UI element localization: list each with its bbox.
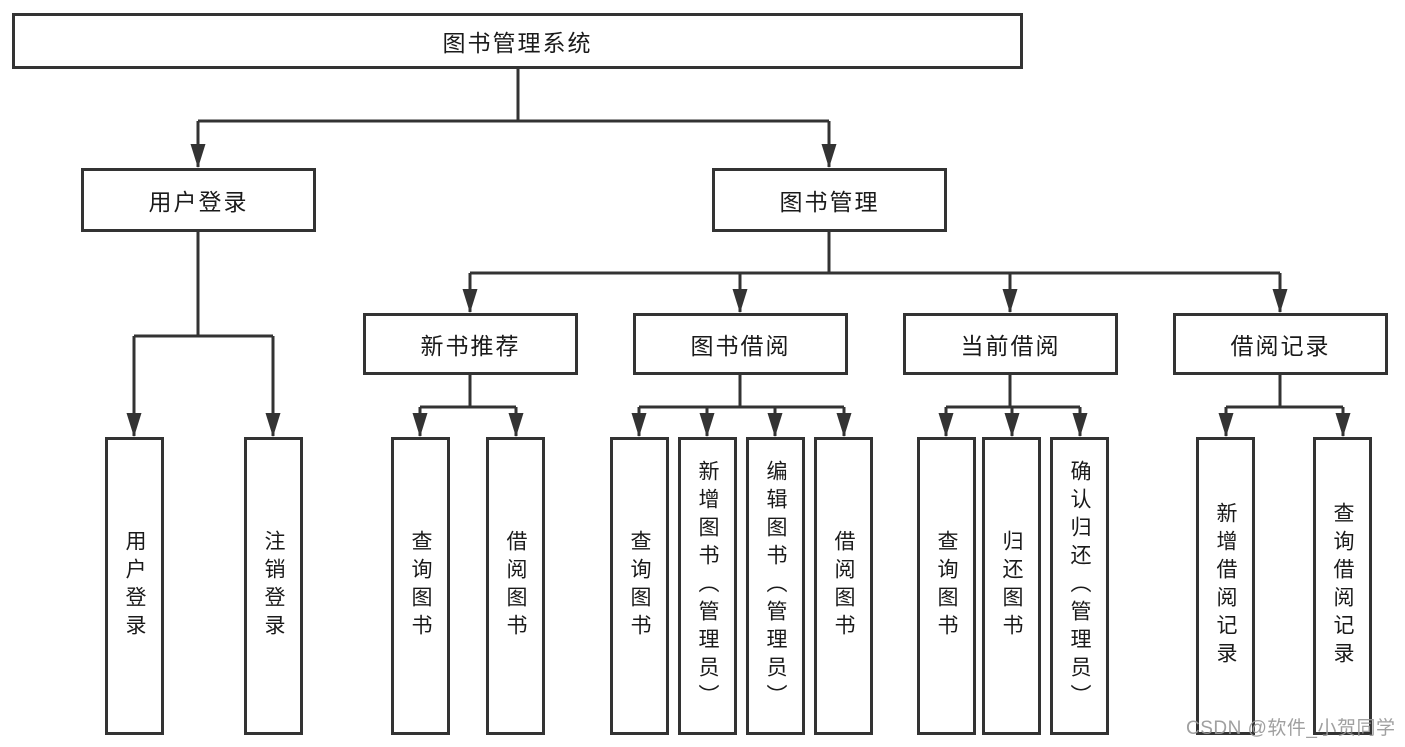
node-add-borrow-record: 新增借阅记录 — [1196, 437, 1255, 735]
node-edit-book-admin: 编辑图书（管理员） — [746, 437, 805, 735]
node-label: 新书推荐 — [420, 333, 521, 359]
node-book-borrowing: 图书借阅 — [633, 313, 848, 375]
node-label: 图书管理系统 — [442, 30, 593, 56]
node-new-book-recommendation: 新书推荐 — [363, 313, 578, 375]
node-user-login-leaf: 用户登录 — [105, 437, 164, 735]
node-add-book-admin: 新增图书（管理员） — [678, 437, 737, 735]
node-borrow-books-recommend: 借阅图书 — [486, 437, 545, 735]
node-logout: 注销登录 — [244, 437, 303, 735]
node-query-books-current: 查询图书 — [917, 437, 976, 735]
node-label: 归还图书 — [1000, 530, 1023, 642]
node-label: 注销登录 — [262, 530, 285, 642]
node-label: 用户登录 — [148, 189, 249, 215]
node-confirm-return-admin: 确认归还（管理员） — [1050, 437, 1109, 735]
node-return-book: 归还图书 — [982, 437, 1041, 735]
node-borrowing-records: 借阅记录 — [1173, 313, 1388, 375]
node-query-borrow-record: 查询借阅记录 — [1313, 437, 1372, 735]
node-user-login: 用户登录 — [81, 168, 316, 232]
node-query-books-borrow: 查询图书 — [610, 437, 669, 735]
node-label: 查询借阅记录 — [1331, 502, 1354, 670]
node-label: 新增借阅记录 — [1214, 502, 1237, 670]
connector-trunk-lines — [134, 69, 1343, 409]
node-label: 当前借阅 — [960, 333, 1061, 359]
node-query-books-recommend: 查询图书 — [391, 437, 450, 735]
node-label: 借阅图书 — [504, 530, 527, 642]
node-label: 编辑图书（管理员） — [764, 460, 787, 712]
node-label: 图书借阅 — [690, 333, 791, 359]
node-label: 图书管理 — [779, 189, 880, 215]
csdn-watermark: CSDN @软件_小贺同学 — [1186, 718, 1396, 739]
node-label: 借阅图书 — [832, 530, 855, 642]
node-label: 查询图书 — [628, 530, 651, 642]
node-label: 用户登录 — [123, 530, 146, 642]
node-current-borrowing: 当前借阅 — [903, 313, 1118, 375]
node-label: 查询图书 — [935, 530, 958, 642]
node-label: 确认归还（管理员） — [1068, 460, 1091, 712]
node-borrow-books-leaf: 借阅图书 — [814, 437, 873, 735]
node-label: 新增图书（管理员） — [696, 460, 719, 712]
node-label: 查询图书 — [409, 530, 432, 642]
node-label: 借阅记录 — [1230, 333, 1331, 359]
node-book-management: 图书管理 — [712, 168, 947, 232]
connector-arrows — [126, 121, 1351, 437]
node-library-management-system: 图书管理系统 — [12, 13, 1023, 69]
